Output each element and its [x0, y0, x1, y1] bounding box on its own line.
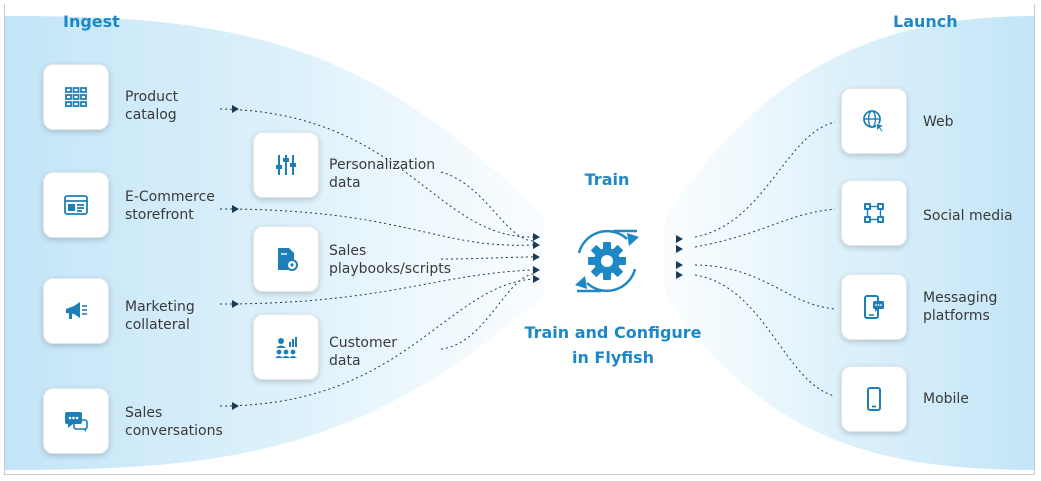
arrowhead	[533, 241, 540, 249]
people-chart-icon	[275, 337, 297, 358]
web-card	[841, 88, 907, 154]
personalization-data-card	[253, 132, 319, 198]
chat-icon	[65, 412, 88, 432]
arrowhead	[232, 105, 239, 113]
messaging-platforms-card	[841, 274, 907, 340]
arrowhead	[533, 253, 540, 261]
launch-title: Launch	[893, 12, 958, 31]
megaphone-icon	[66, 302, 87, 319]
product-catalog-card	[43, 64, 109, 130]
arrowhead	[232, 300, 239, 308]
smartphone-icon	[867, 387, 881, 411]
marketing-collateral-label: Marketing collateral	[125, 299, 195, 333]
sliders-icon	[276, 155, 296, 175]
sales-playbooks-card	[253, 226, 319, 292]
storefront-icon	[64, 195, 88, 215]
arrowhead	[676, 271, 683, 279]
grid-icon	[65, 87, 87, 107]
phone-message-icon	[864, 295, 884, 319]
customer-data-card	[253, 314, 319, 380]
sales-playbooks-label: Sales playbooks/scripts	[329, 243, 452, 277]
arrowhead	[676, 261, 683, 269]
arrowhead	[676, 245, 683, 253]
customer-data-label: Customer data	[329, 335, 398, 369]
ecommerce-storefront-card	[43, 172, 109, 238]
arrowhead	[533, 233, 540, 241]
web-label: Web	[923, 114, 954, 130]
personalization-data-label: Personalization data	[329, 157, 436, 191]
flow-lines	[219, 108, 836, 407]
arrowhead	[232, 402, 239, 410]
ingest-title: Ingest	[63, 12, 120, 31]
arrowhead	[533, 275, 540, 283]
product-catalog-label: Product catalog	[125, 89, 179, 123]
mobile-card	[841, 366, 907, 432]
arrowhead	[533, 266, 540, 274]
social-media-card	[841, 180, 907, 246]
sales-conversations-card	[43, 388, 109, 454]
ecommerce-storefront-label: E-Commerce storefront	[125, 189, 215, 223]
globe-cursor-icon	[863, 110, 886, 133]
marketing-collateral-card	[43, 278, 109, 344]
sales-conversations-label: Sales conversations	[125, 405, 223, 439]
messaging-platforms-label: Messaging platforms	[923, 290, 998, 324]
document-gear-icon	[278, 248, 298, 271]
train-configure-caption: Train and Configure in Flyfish	[524, 323, 702, 367]
arrowhead	[232, 205, 239, 213]
mobile-label: Mobile	[923, 391, 969, 407]
social-media-label: Social media	[923, 208, 1013, 224]
flow-arrowheads	[232, 105, 683, 410]
share-network-icon	[864, 203, 884, 223]
arrowhead	[676, 235, 683, 243]
train-gear-icon	[575, 229, 639, 293]
diagram-frame: Ingest Launch Product catalog E-Commerce…	[4, 4, 1035, 475]
train-title: Train	[584, 170, 630, 189]
